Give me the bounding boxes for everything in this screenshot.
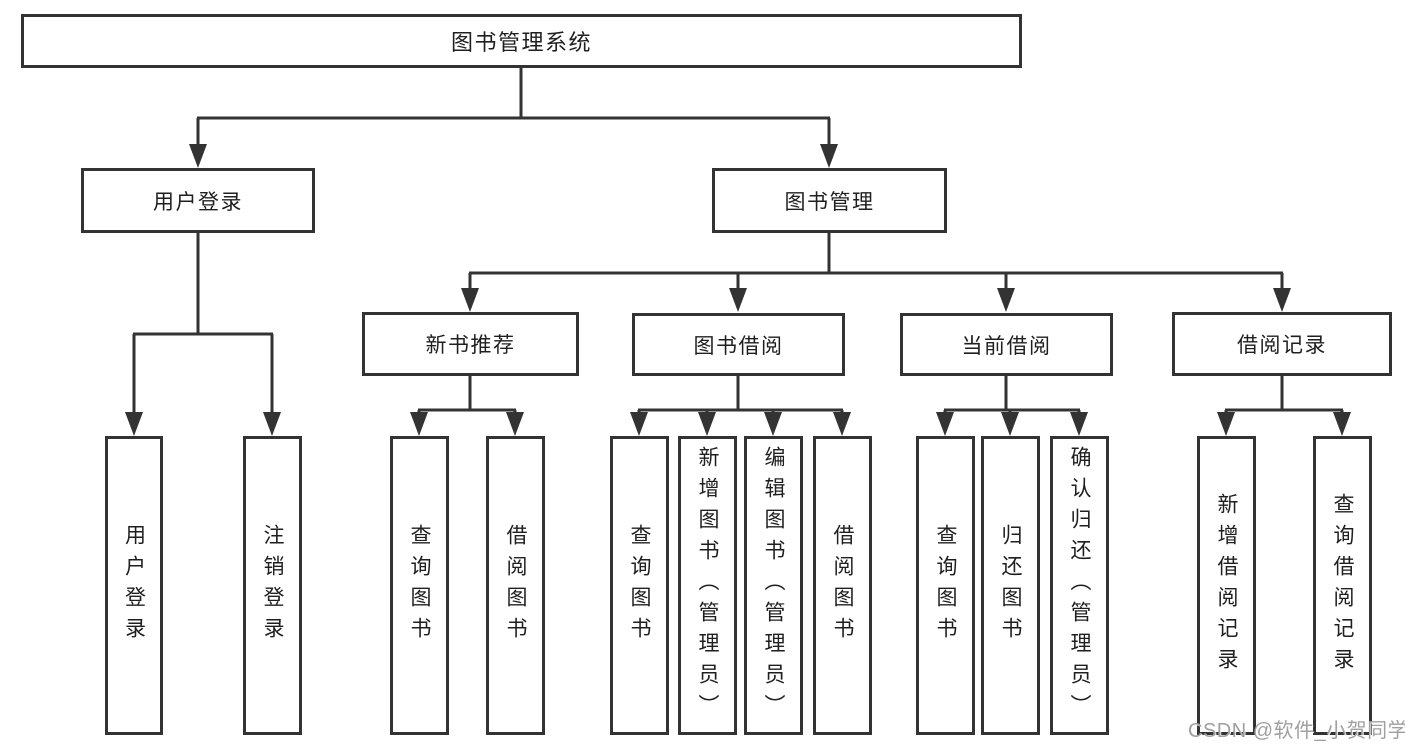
leaf-edit-book-admin: 编辑图书（管理员） <box>744 436 803 735</box>
leaf-borrow-query-books: 查询图书 <box>610 436 669 735</box>
node-user-login: 用户登录 <box>81 168 315 233</box>
leaf-logout-label: 注销登录 <box>261 523 284 648</box>
leaf-newbooks-borrow-books-label: 借阅图书 <box>504 523 527 648</box>
leaf-confirm-return-admin: 确认归还（管理员） <box>1050 436 1109 735</box>
leaf-logout: 注销登录 <box>243 436 302 735</box>
node-borrow-records: 借阅记录 <box>1172 312 1392 376</box>
node-new-book-recommend-label: 新书推荐 <box>425 334 516 357</box>
leaf-current-query-books: 查询图书 <box>916 436 975 735</box>
leaf-return-books: 归还图书 <box>981 436 1040 735</box>
node-book-management: 图书管理 <box>712 168 947 233</box>
leaf-borrow-query-books-label: 查询图书 <box>628 523 651 648</box>
node-book-borrowing-label: 图书借阅 <box>693 334 784 358</box>
node-current-borrowing-label: 当前借阅 <box>961 334 1052 358</box>
csdn-watermark: CSDN @软件_小贺同学 <box>1188 720 1405 742</box>
leaf-add-book-admin: 新增图书（管理员） <box>678 436 737 735</box>
node-root-label: 图书管理系统 <box>450 30 592 55</box>
leaf-add-book-admin-label: 新增图书（管理员） <box>696 446 719 725</box>
leaf-user-login-label: 用户登录 <box>122 523 146 648</box>
leaf-query-borrow-record-label: 查询借阅记录 <box>1331 492 1354 679</box>
node-user-login-label: 用户登录 <box>153 190 243 214</box>
leaf-newbooks-borrow-books: 借阅图书 <box>486 436 545 735</box>
leaf-edit-book-admin-label: 编辑图书（管理员） <box>762 446 785 725</box>
leaf-return-books-label: 归还图书 <box>999 523 1022 648</box>
node-book-management-label: 图书管理 <box>784 190 875 214</box>
node-new-book-recommend: 新书推荐 <box>362 312 579 376</box>
leaf-query-borrow-record: 查询借阅记录 <box>1313 436 1372 735</box>
node-borrow-records-label: 借阅记录 <box>1237 334 1327 357</box>
leaf-borrow-borrow-books-label: 借阅图书 <box>831 523 854 648</box>
node-current-borrowing: 当前借阅 <box>900 313 1113 376</box>
leaf-add-borrow-record-label: 新增借阅记录 <box>1215 492 1238 679</box>
leaf-current-query-books-label: 查询图书 <box>934 523 957 648</box>
leaf-user-login: 用户登录 <box>105 436 163 735</box>
leaf-newbooks-query-books: 查询图书 <box>390 436 449 735</box>
leaf-confirm-return-admin-label: 确认归还（管理员） <box>1068 446 1091 725</box>
node-root-system: 图书管理系统 <box>21 14 1022 68</box>
arrowheads <box>125 144 1351 436</box>
leaf-add-borrow-record: 新增借阅记录 <box>1197 436 1256 735</box>
node-book-borrowing: 图书借阅 <box>632 313 845 376</box>
leaf-borrow-borrow-books: 借阅图书 <box>813 436 872 735</box>
leaf-newbooks-query-books-label: 查询图书 <box>408 523 431 648</box>
